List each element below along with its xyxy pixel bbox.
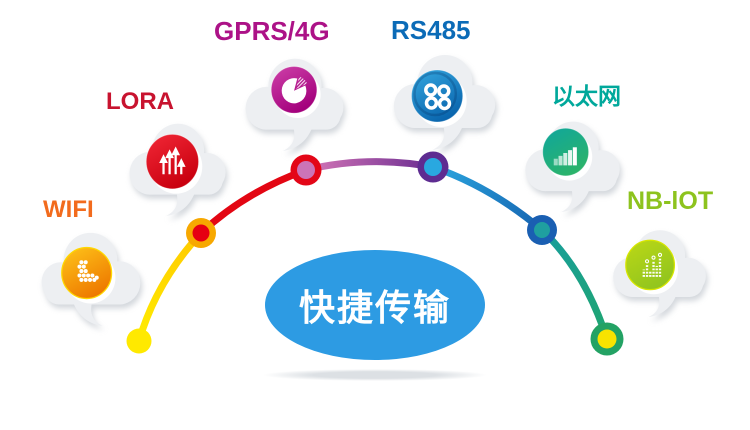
label-ethernet: 以太网 — [552, 83, 621, 109]
cloud-ethernet — [525, 121, 620, 213]
lora-badge — [145, 133, 199, 190]
rising-arrows-icon — [159, 146, 186, 175]
cloud-rs485 — [393, 55, 496, 150]
label-rs485: RS485 — [391, 15, 471, 45]
rs485-node-ring — [527, 215, 557, 245]
label-wifi: WIFI — [43, 196, 94, 223]
cloud-wifi — [41, 232, 141, 327]
end-node-core — [597, 329, 617, 349]
start-dot — [126, 328, 152, 354]
badge-inner-ring — [413, 71, 458, 117]
lora-node-core — [297, 161, 315, 179]
wifi-segment — [135, 229, 205, 345]
end-node-ring — [590, 322, 624, 356]
lora-node-ring — [290, 154, 322, 186]
pie-chart-icon — [281, 76, 308, 104]
label-lora: LORA — [106, 88, 174, 115]
ports-icon — [424, 83, 452, 111]
label-nbiot: NB-lOT — [627, 187, 714, 215]
dotted-arrow-icon — [77, 260, 99, 282]
label-gprs4g: GPRS/4G — [214, 16, 330, 46]
rs485-badge — [411, 69, 464, 123]
signal-bars-icon — [553, 147, 577, 166]
cloud-gprs4g — [245, 58, 344, 152]
center-title: 快捷传输 — [298, 287, 451, 328]
gprs-segment — [302, 158, 437, 174]
center-ellipse: 快捷传输 — [265, 250, 485, 360]
ethernet-badge — [542, 127, 590, 177]
ethernet-segment — [538, 226, 611, 343]
wifi-node-ring — [186, 218, 216, 248]
rs485-node-core — [534, 222, 550, 238]
nbiot-badge — [625, 239, 676, 291]
gprs-node-ring — [417, 151, 449, 183]
wifi-node-core — [192, 224, 210, 242]
gprs-node-core — [424, 158, 442, 176]
cloud-nbiot — [613, 230, 706, 318]
wifi-badge — [61, 246, 113, 300]
ellipse-shadow — [263, 369, 487, 381]
cloud-lora — [129, 123, 226, 217]
